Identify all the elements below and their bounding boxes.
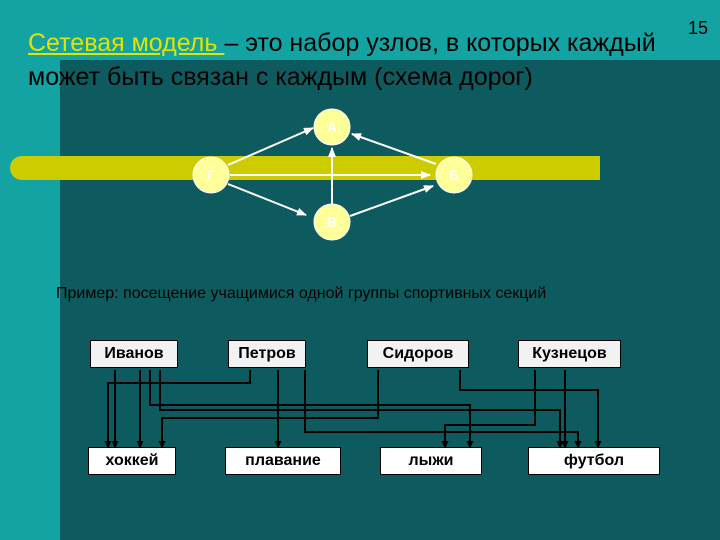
connectors <box>104 370 602 449</box>
node-a: А <box>313 108 351 146</box>
node-g-label: Г <box>207 167 215 183</box>
node-a-label: А <box>327 119 337 135</box>
person-box-sidorov: Сидоров <box>367 340 469 368</box>
sport-box-hockey: хоккей <box>88 447 176 475</box>
connector-kuznetsov-ski <box>441 370 536 449</box>
sport-box-ski: лыжи <box>380 447 482 475</box>
edge-g-v <box>227 183 307 216</box>
person-box-ivanov: Иванов <box>90 340 178 368</box>
title-definition: – это набор узлов, в которых каждый може… <box>28 29 656 91</box>
connector-petrov-hockey <box>104 370 251 449</box>
node-v-label: В <box>327 214 337 230</box>
edge-v-b <box>349 185 434 217</box>
node-b: Б <box>435 156 473 194</box>
sport-box-football: футбол <box>528 447 660 475</box>
connector-sidorov-hockey <box>158 370 379 449</box>
connector-sidorov-ski <box>459 370 602 449</box>
slide-number: 15 <box>687 18 708 38</box>
connector-ivanov-ski <box>149 370 474 449</box>
node-b-label: Б <box>449 167 459 183</box>
person-box-kuznetsov: Кузнецов <box>518 340 621 368</box>
left-accent-band <box>0 0 60 540</box>
node-v: В <box>313 203 351 241</box>
edge-g-a <box>227 127 314 166</box>
top-accent-band <box>0 0 720 60</box>
slide-title: Сетевая модель – это набор узлов, в кото… <box>28 26 668 94</box>
connector-petrov-football <box>304 370 582 449</box>
edge-b-a <box>351 133 437 165</box>
connector-ivanov-football <box>159 370 564 449</box>
sport-box-swimming: плавание <box>225 447 341 475</box>
example-caption: Пример: посещение учащимися одной группы… <box>56 285 547 302</box>
title-term: Сетевая модель <box>28 29 225 57</box>
node-g: Г <box>192 156 230 194</box>
person-box-petrov: Петров <box>228 340 306 368</box>
